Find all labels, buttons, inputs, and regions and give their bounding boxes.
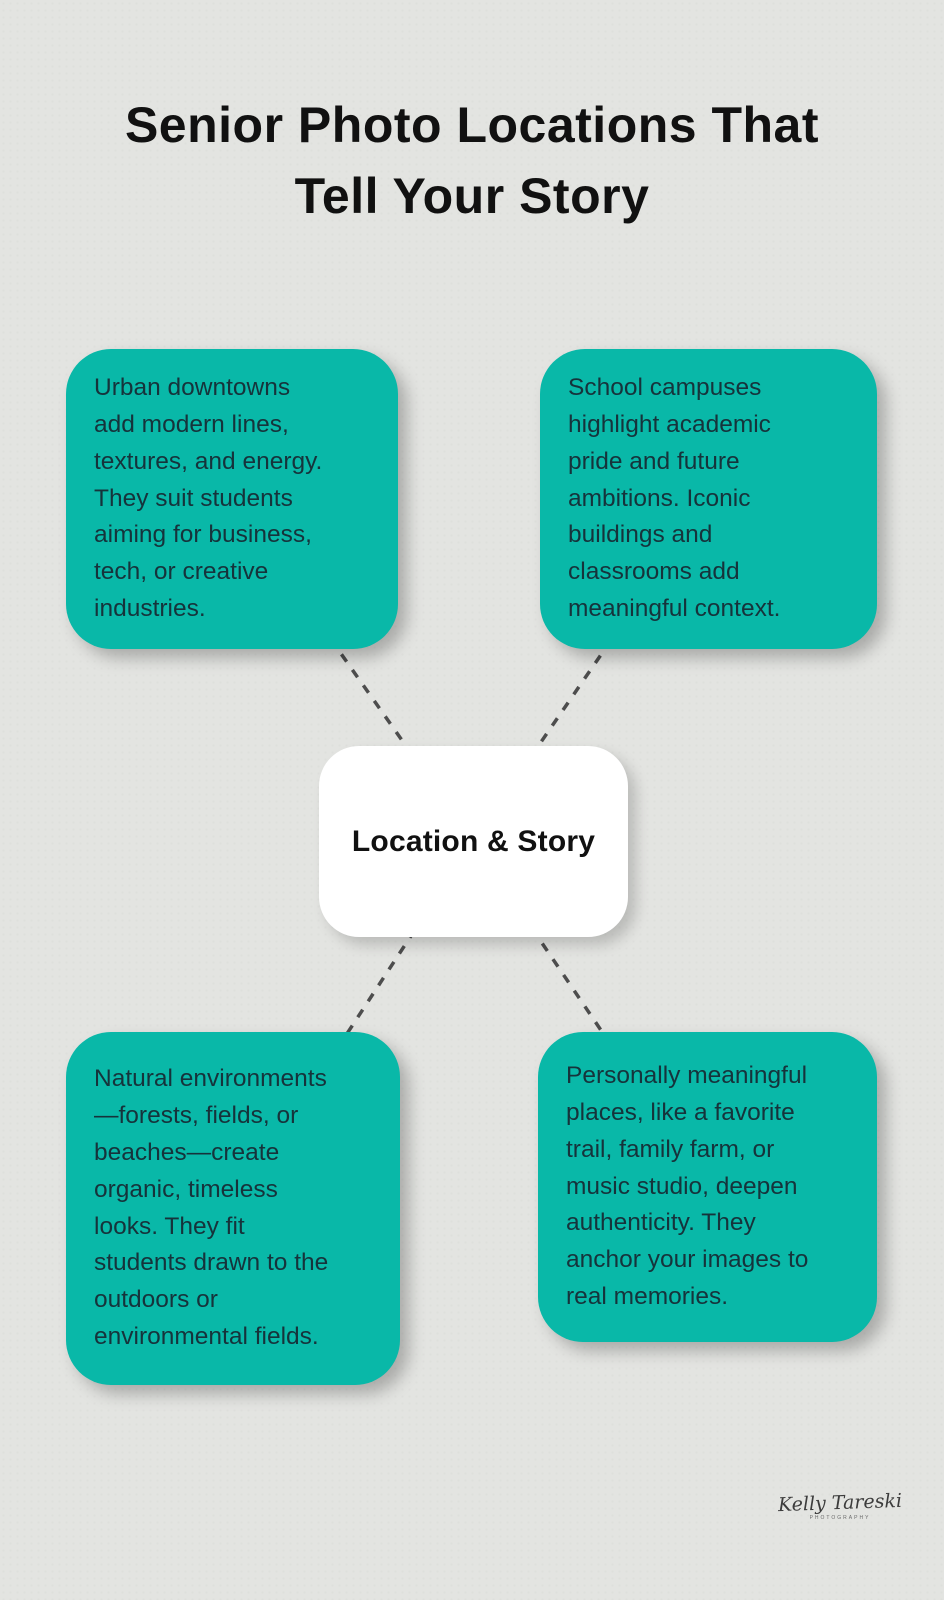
info-box-natural-environments: Natural environments —forests, fields, o…	[66, 1032, 400, 1385]
signature-name: Kelly Tareski	[777, 1489, 903, 1517]
info-box-text: Urban downtowns add modern lines, textur…	[94, 374, 323, 622]
info-box-text: Natural environments —forests, fields, o…	[94, 1065, 329, 1350]
photographer-signature: Kelly Tareski PHOTOGRAPHY	[770, 1489, 910, 1521]
info-box-text: School campuses highlight academic pride…	[568, 374, 781, 622]
info-box-urban-downtowns: Urban downtowns add modern lines, textur…	[66, 349, 398, 649]
page-title: Senior Photo Locations That Tell Your St…	[124, 97, 820, 224]
center-node: Location & Story	[319, 746, 628, 937]
signature-subtitle: PHOTOGRAPHY	[809, 1515, 871, 1521]
info-box-text: Personally meaningful places, like a fav…	[566, 1062, 809, 1310]
info-box-personal-places: Personally meaningful places, like a fav…	[538, 1032, 877, 1342]
info-box-school-campuses: School campuses highlight academic pride…	[540, 349, 877, 649]
center-node-label: Location & Story	[351, 824, 596, 858]
